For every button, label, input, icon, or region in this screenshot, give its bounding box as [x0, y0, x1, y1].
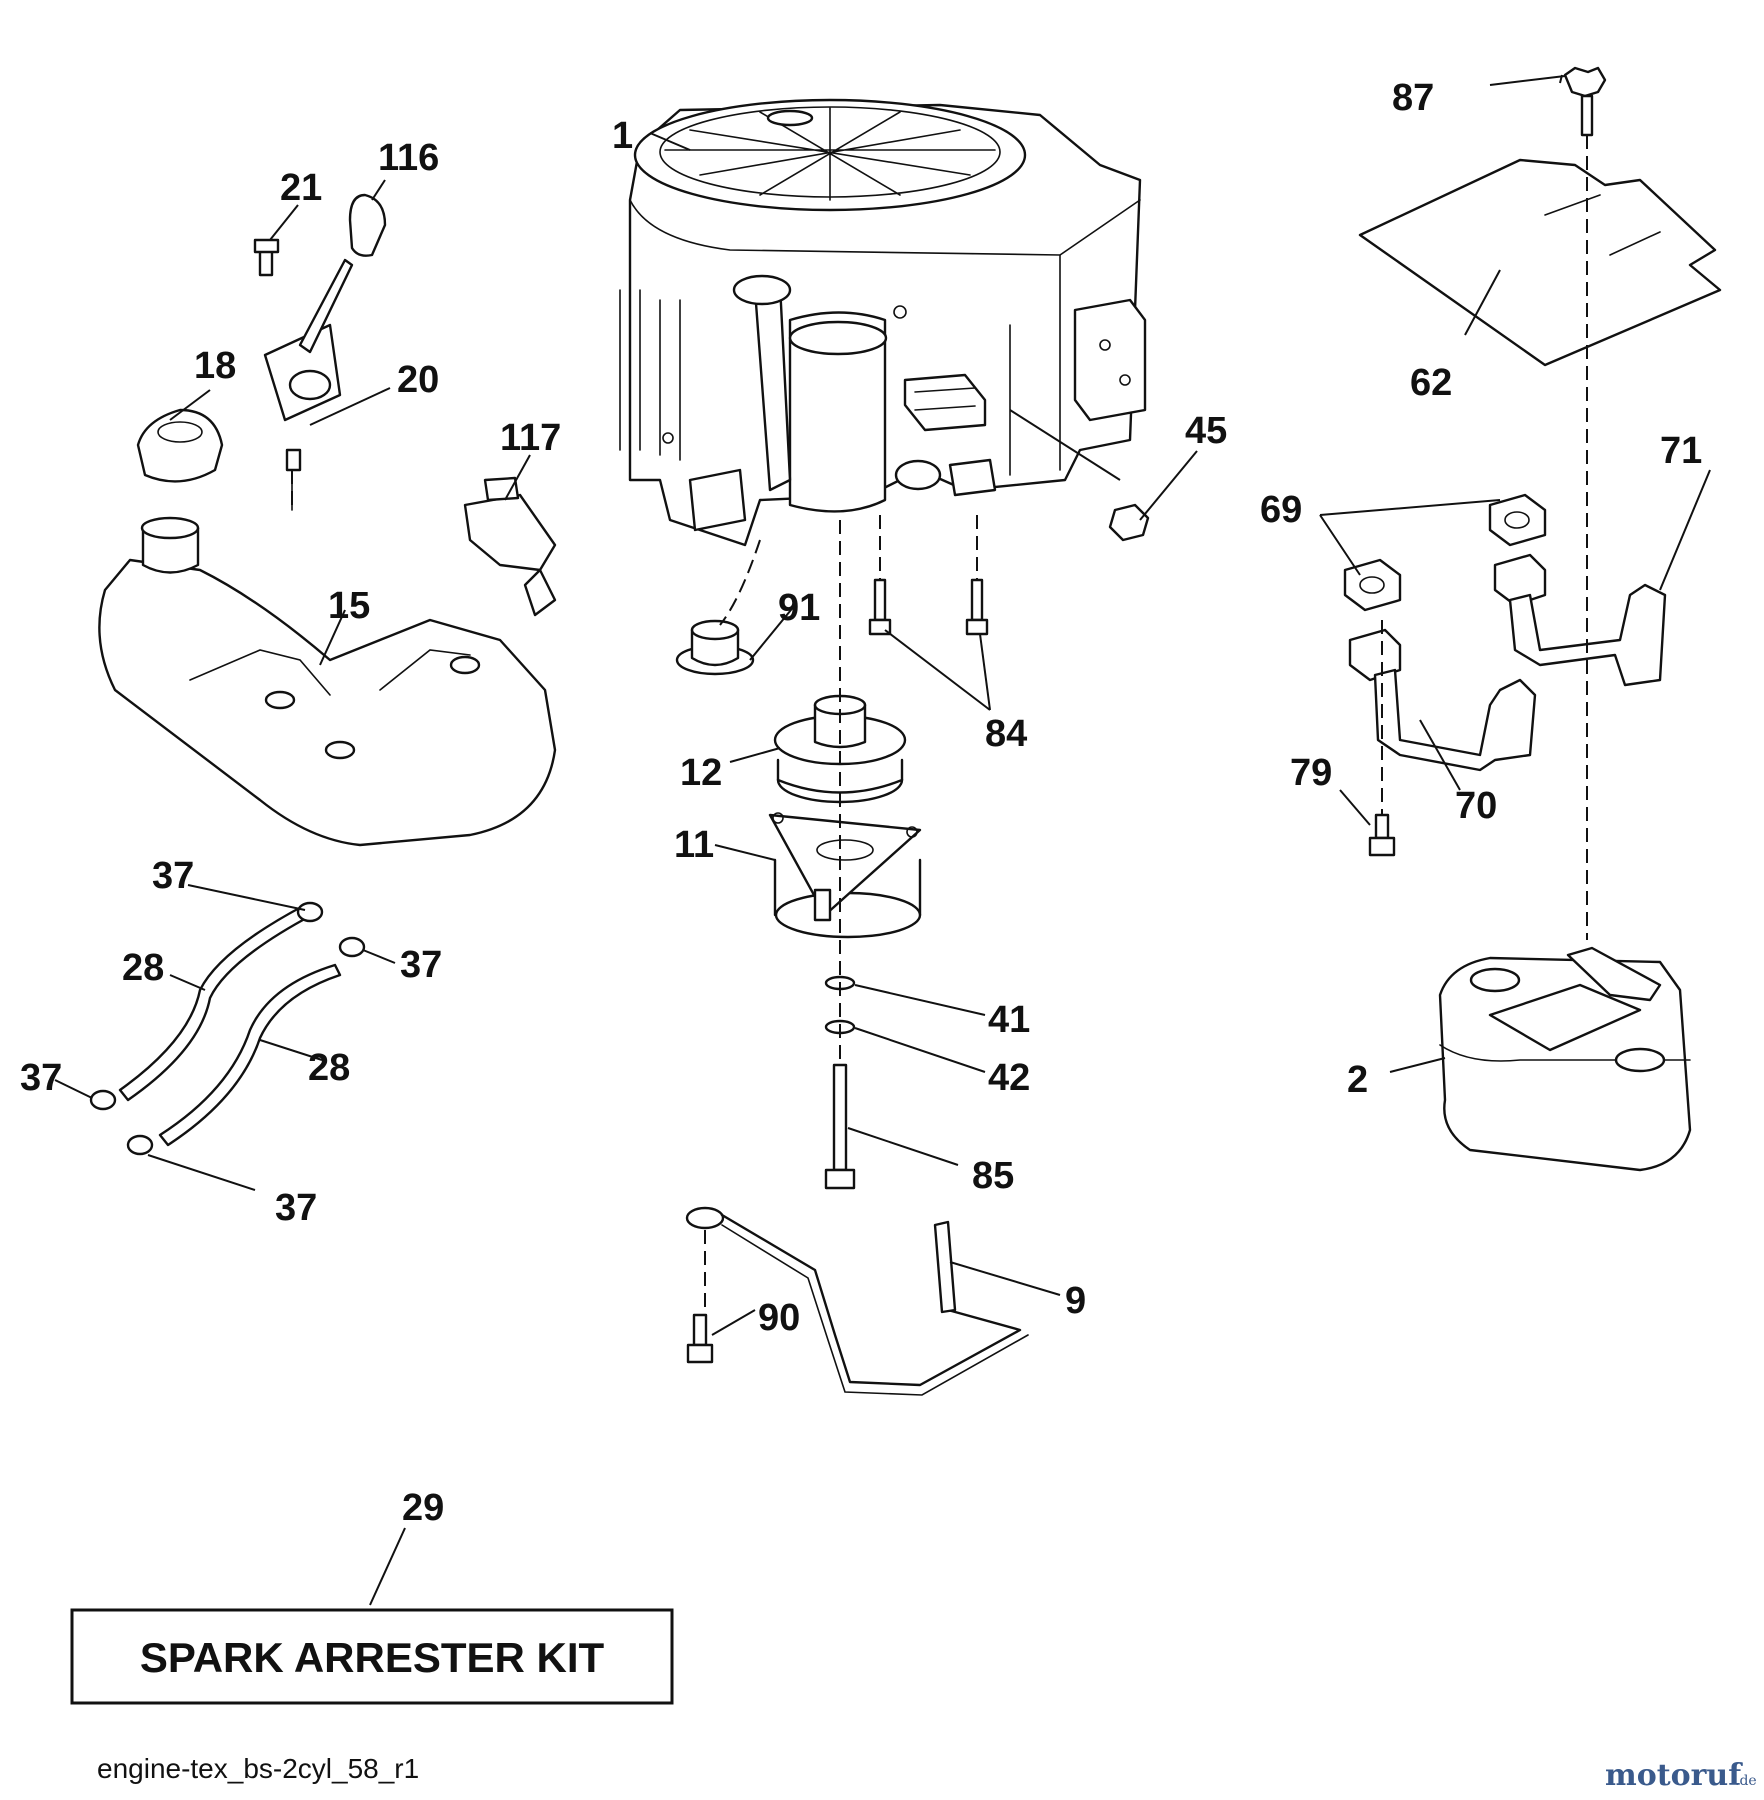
leader-lines — [54, 74, 1711, 1606]
callout-79: 79 — [1290, 752, 1332, 794]
callout-45: 45 — [1185, 410, 1227, 452]
bracket-9-drawing — [685, 1206, 1029, 1396]
assembly-axes — [291, 135, 1588, 1315]
callout-11: 11 — [674, 824, 714, 866]
diagram-filename: engine-tex_bs-2cyl_58_r1 — [97, 1753, 419, 1784]
callout-21: 21 — [280, 167, 322, 209]
fuel-cap-18-drawing — [136, 408, 224, 483]
callout-28-right: 28 — [308, 1047, 350, 1089]
spark-arrester-kit-label: SPARK ARRESTER KIT — [140, 1634, 605, 1681]
callout-116: 116 — [378, 137, 439, 179]
callout-42: 42 — [988, 1057, 1030, 1099]
callout-15: 15 — [328, 585, 370, 627]
muffler-2-drawing — [1438, 946, 1692, 1172]
watermark-suffix: .de — [1735, 1773, 1757, 1789]
clutch-11-drawing — [768, 812, 922, 939]
callout-41: 41 — [988, 999, 1030, 1041]
callout-37-top: 37 — [152, 855, 194, 897]
callout-12: 12 — [680, 752, 722, 794]
callout-70: 70 — [1455, 785, 1497, 827]
bolt-87-drawing — [1563, 66, 1607, 137]
bolt-79-drawing — [1368, 813, 1396, 857]
callout-20: 20 — [397, 359, 439, 401]
callout-71: 71 — [1660, 430, 1702, 472]
callout-18: 18 — [194, 345, 236, 387]
callout-2: 2 — [1347, 1059, 1368, 1101]
fuel-hoses-drawing — [89, 901, 366, 1156]
exhaust-pipes-drawing — [1348, 553, 1667, 772]
watermark-brand: motoruf — [1605, 1758, 1743, 1793]
heat-shield-62-drawing — [1358, 158, 1722, 367]
spacer-91-drawing — [675, 619, 755, 676]
callout-37-bottom: 37 — [275, 1187, 317, 1229]
callout-28-left: 28 — [122, 947, 164, 989]
callout-91: 91 — [778, 587, 820, 629]
callout-87: 87 — [1392, 77, 1434, 119]
callout-9: 9 — [1065, 1280, 1086, 1322]
engine-drawing — [619, 98, 1147, 547]
bolt-85-drawing — [824, 1063, 856, 1190]
spark-arrester-kit-box: SPARK ARRESTER KIT — [70, 1608, 674, 1705]
callout-62: 62 — [1410, 362, 1452, 404]
fuel-tank-15-drawing — [98, 516, 557, 847]
callout-117: 117 — [500, 417, 561, 459]
throttle-control-drawing — [253, 193, 387, 511]
nut-45-drawing — [1108, 503, 1150, 542]
callout-69: 69 — [1260, 489, 1302, 531]
callout-29: 29 — [402, 1487, 444, 1529]
callout-labels: 1 45 87 62 71 69 70 79 2 91 84 12 11 41 … — [20, 77, 1702, 1529]
callout-37-left: 37 — [20, 1057, 62, 1099]
callout-84: 84 — [985, 713, 1027, 755]
watermark: motoruf .de — [1605, 1758, 1757, 1793]
bolts-84-drawing — [868, 578, 989, 636]
fuel-valve-117-drawing — [463, 476, 557, 617]
callout-1: 1 — [612, 115, 633, 157]
bolt-90-drawing — [686, 1313, 714, 1364]
callout-37-right: 37 — [400, 944, 442, 986]
callout-85: 85 — [972, 1155, 1014, 1197]
callout-90: 90 — [758, 1297, 800, 1339]
